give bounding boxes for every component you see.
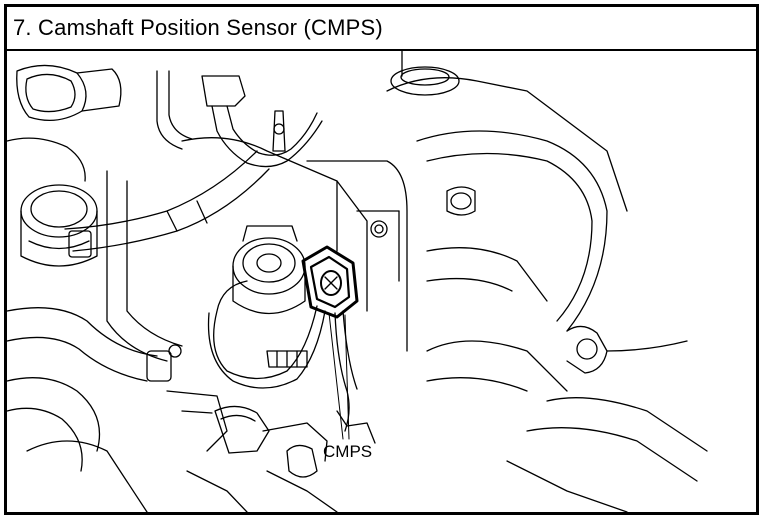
figure-title: 7. Camshaft Position Sensor (CMPS) — [13, 15, 383, 40]
lower-center-fittings — [186, 405, 376, 512]
valve-cover-right — [386, 51, 628, 392]
filler-neck-left — [20, 184, 98, 267]
title-bar: 7. Camshaft Position Sensor (CMPS) — [7, 7, 756, 51]
reservoir-cap-top-left — [7, 64, 122, 182]
wiring-harness — [207, 280, 358, 432]
lower-left-hoses — [7, 307, 228, 512]
callout-leader-lines — [328, 312, 350, 440]
figure-frame: 7. Camshaft Position Sensor (CMPS) — [4, 4, 759, 515]
engine-block — [106, 137, 408, 362]
right-side-fitting — [506, 325, 708, 512]
vacuum-pipes-top — [156, 70, 323, 168]
engine-illustration: CMPS — [7, 51, 756, 512]
cmps-callout-label: CMPS — [323, 442, 372, 461]
engine-line-drawing: CMPS — [7, 51, 708, 512]
coolant-hose-left — [64, 150, 270, 258]
cmps-sensor-connector — [301, 245, 359, 319]
cam-sensor-housing — [232, 225, 306, 315]
